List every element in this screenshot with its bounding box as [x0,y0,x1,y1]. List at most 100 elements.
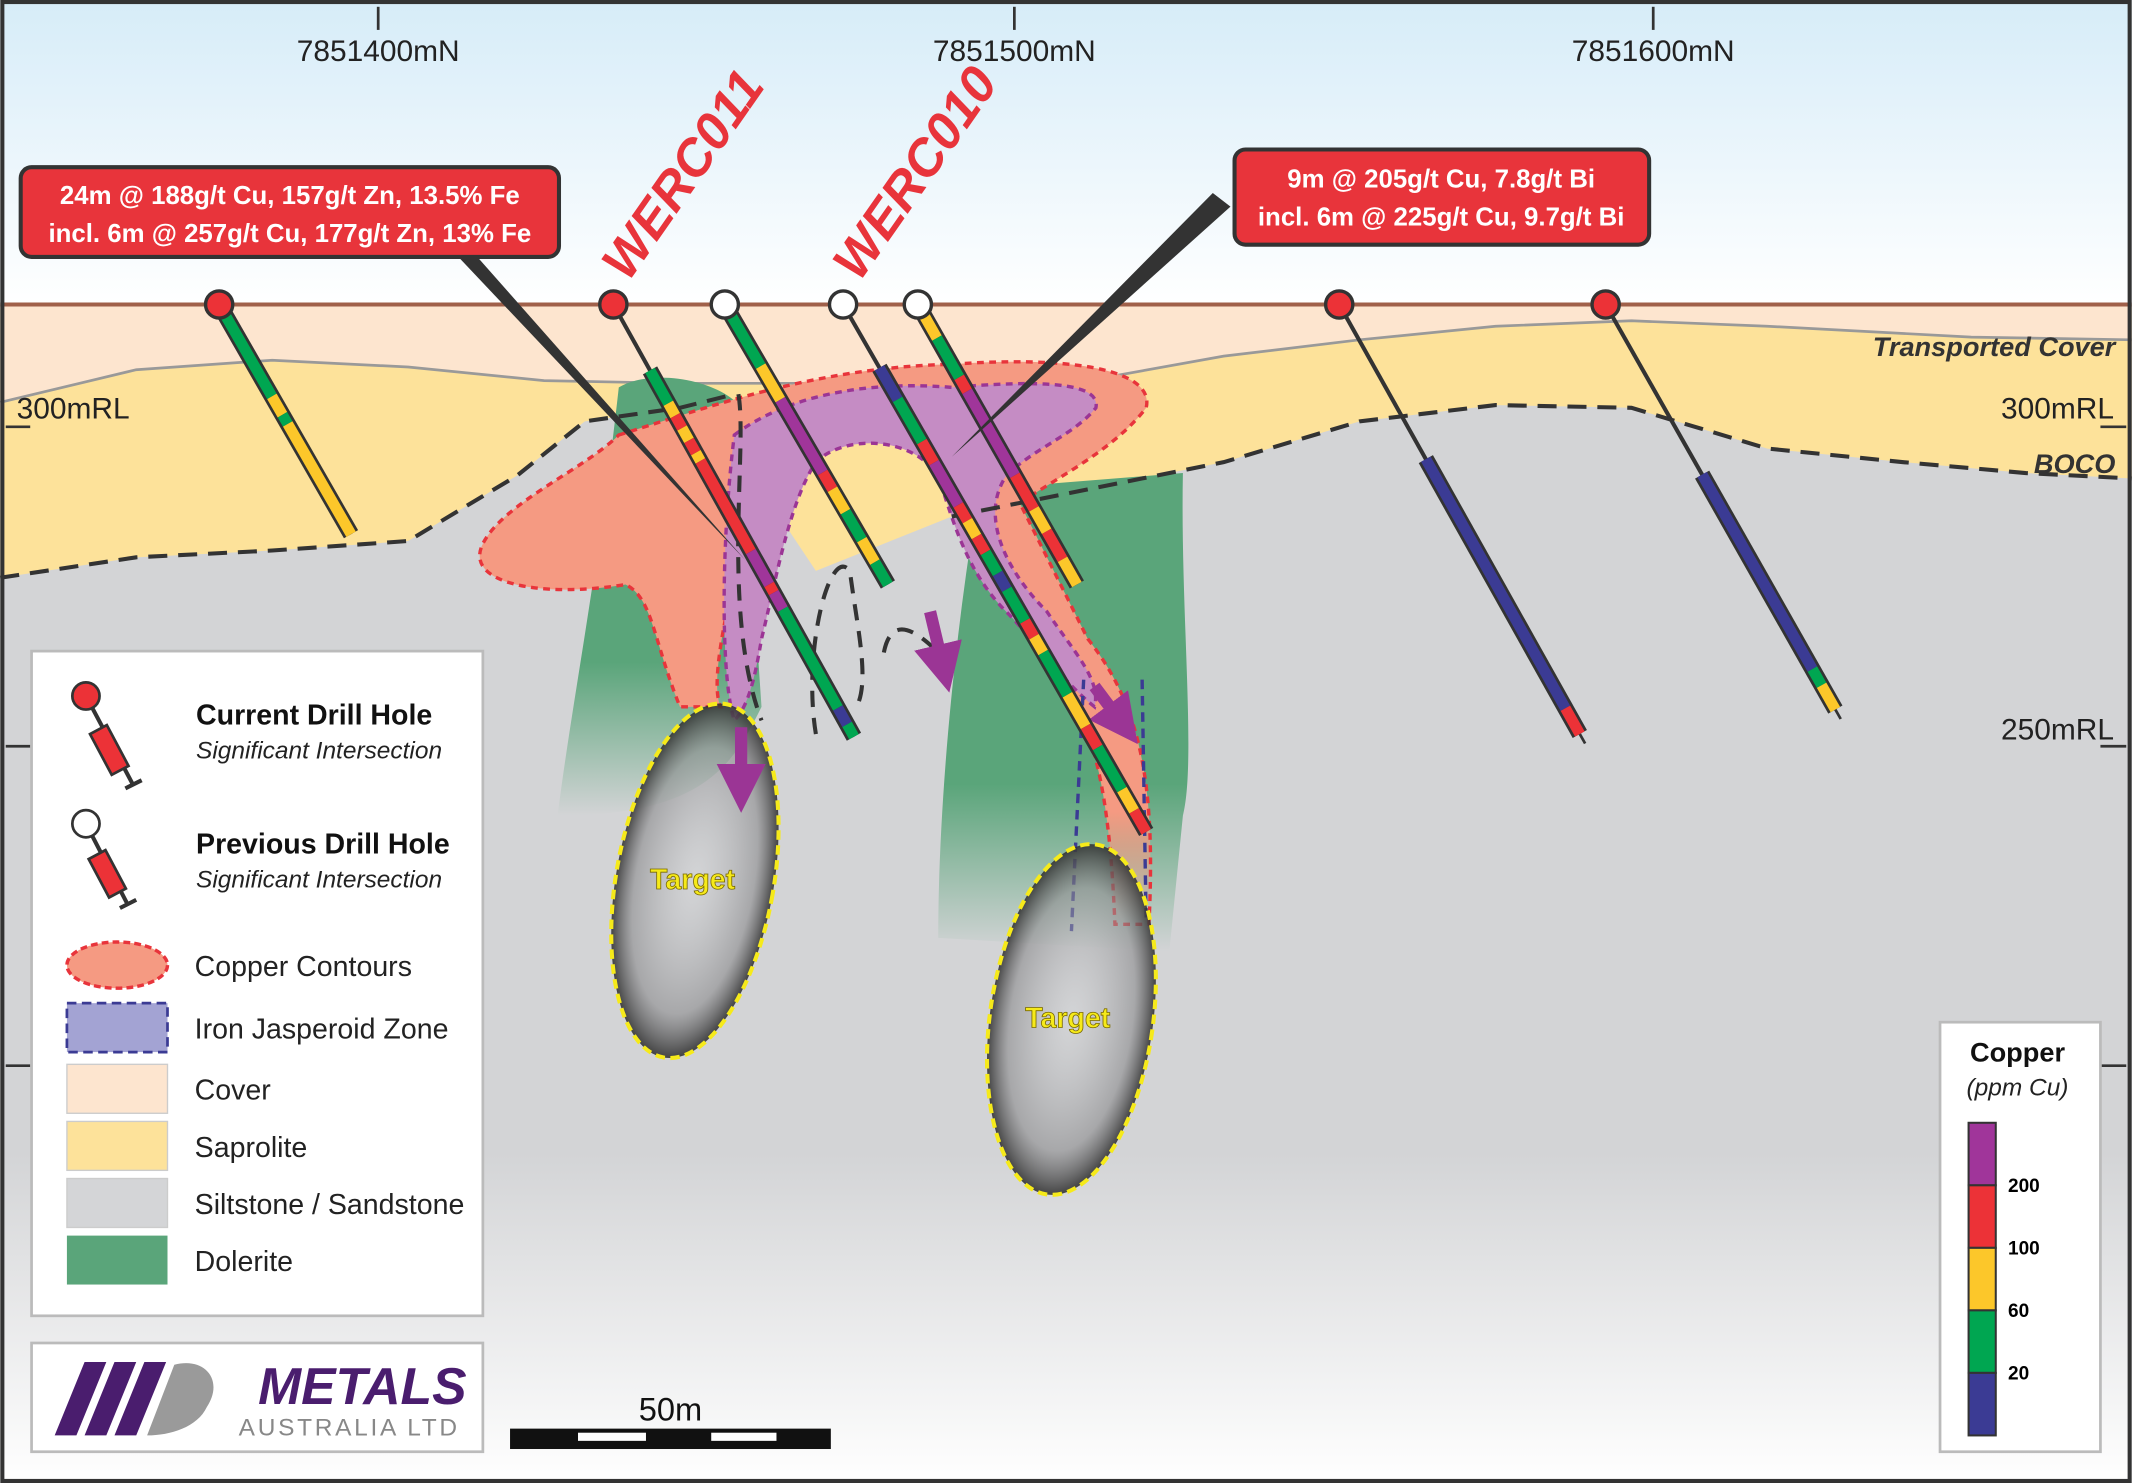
callout-left-line1: 24m @ 188g/t Cu, 157g/t Zn, 13.5% Fe [60,182,520,210]
scale-tick: 100 [2008,1239,2040,1260]
grade-interval-yellow [1117,786,1139,814]
hole-end [1834,708,1842,720]
grade-interval-red [971,533,991,556]
drill-hole-current [1323,289,1587,745]
grade-interval-green [1038,649,1073,698]
grade-interval-yellow [857,536,880,565]
grade-interval-purple [768,590,788,612]
target-label: Target [1025,1003,1111,1035]
grade-interval-red [1010,472,1039,512]
previous-collar-icon [902,289,934,320]
drill-hole-previous [902,289,1084,589]
grade-interval-red [695,458,756,555]
legend-previous-sub: Significant Intersection [196,867,442,894]
scale-swatch-purple [1967,1121,1997,1187]
logo-name: METALS [258,1357,466,1415]
northing-label: 7851500mN [933,35,1096,68]
grade-interval-green [892,396,927,445]
grade-interval-blue [1421,456,1571,711]
current-collar-icon [1323,289,1355,320]
previous-collar-icon [709,289,741,320]
copper-scale-title: Copper [1970,1037,2066,1068]
northing-label: 7851400mN [297,35,460,68]
callout-pointer [951,193,1231,457]
legend-current-title: Current Drill Hole [196,700,432,732]
cover-swatch [66,1063,169,1114]
scale-bar: 50m [510,1390,831,1450]
plunge-arrow [914,610,962,693]
grade-interval-green [214,301,277,400]
grade-interval-green [842,721,859,740]
grade-interval-yellow [1062,692,1091,730]
siltstone-swatch [66,1177,169,1229]
rl-label: 250mRL [2001,713,2114,746]
copper-grade-scale: Copper (ppm Cu) 200 100 60 20 [1938,1020,2102,1454]
grade-interval-purple [962,388,1020,478]
scale-swatch-green [1967,1309,1997,1374]
grade-interval-yellow [1057,556,1082,588]
grade-interval-red [1041,528,1068,562]
grade-interval-red [917,438,939,466]
legend: Current Drill Hole Significant Intersect… [30,649,485,1318]
drill-hole-current [1590,289,1843,720]
northing-axis: 7851400mN 7851500mN 7851600mN [297,6,1735,68]
drill-hole-current [203,289,359,539]
grade-interval-purple [746,548,774,588]
grade-interval-yellow [677,425,694,443]
current-collar-icon [1590,289,1621,320]
grade-interval-red [764,581,779,596]
northing-label: 7851600mN [1572,35,1735,68]
grade-interval-red [817,469,838,493]
grade-interval-yellow [962,518,982,540]
grade-interval-green [932,335,964,380]
company-logo: METALS AUSTRALIA LTD [30,1341,485,1454]
dolerite-swatch [66,1235,168,1285]
grade-interval-red [1080,723,1103,751]
previous-collar-icon [827,289,859,320]
legend-current-sub: Significant Intersection [196,737,442,764]
transported-cover-label: Transported Cover [1873,331,2117,362]
drill-hole-previous [709,289,895,589]
callout-right-line1: 9m @ 205g/t Cu, 7.8g/t Bi [1287,166,1595,194]
plunge-arrow [1088,682,1138,745]
scale-swatch-yellow [1967,1246,1997,1312]
grade-interval-yellow [756,363,785,403]
grade-interval-green [277,412,293,427]
scale-bar-label: 50m [639,1390,702,1427]
grade-interval-green [1092,744,1127,793]
current-collar-icon [598,289,629,320]
grade-interval-purple [775,396,828,476]
logo-mark-icon [147,1363,214,1436]
grade-interval-yellow [283,421,356,537]
iron-jasperoid-swatch [65,1001,169,1054]
grade-interval-red [684,437,701,456]
grade-interval-yellow [691,450,706,464]
callout-left: 24m @ 188g/t Cu, 157g/t Zn, 13.5% Fe inc… [18,165,562,259]
target-label: Target [650,864,736,896]
current-collar-icon [203,289,235,320]
grade-interval-green [980,549,1003,577]
legend-item-label: Dolerite [195,1246,293,1278]
target-zone [984,842,1158,1197]
rl-label: 300mRL [2001,393,2114,426]
grade-interval-red [954,374,972,394]
hole-end [1578,733,1587,745]
callout-right: 9m @ 205g/t Cu, 7.8g/t Bi incl. 6m @ 225… [1232,147,1652,247]
grade-interval-purple [929,459,963,508]
current-drill-hole-icon [70,681,143,791]
grade-interval-red [1020,618,1039,640]
legend-item-label: Copper Contours [195,951,412,983]
grade-interval-blue [833,705,852,728]
callout-left-line2: incl. 6m @ 257g/t Cu, 177g/t Zn, 13% Fe [48,220,531,248]
grade-interval-yellow [267,393,288,418]
grade-interval-yellow [1029,506,1052,534]
rl-axis: 300mRL 300mRL 250mRL [5,393,2127,1068]
grade-interval-yellow [1029,634,1048,656]
grade-interval-red [1129,808,1151,835]
grade-interval-yellow [1816,682,1841,713]
grade-interval-green [870,559,893,588]
rl-label: 300mRL [17,393,130,426]
logo-sub: AUSTRALIA LTD [239,1414,460,1441]
callout-right-line2: incl. 6m @ 225g/t Cu, 9.7g/t Bi [1258,204,1625,232]
